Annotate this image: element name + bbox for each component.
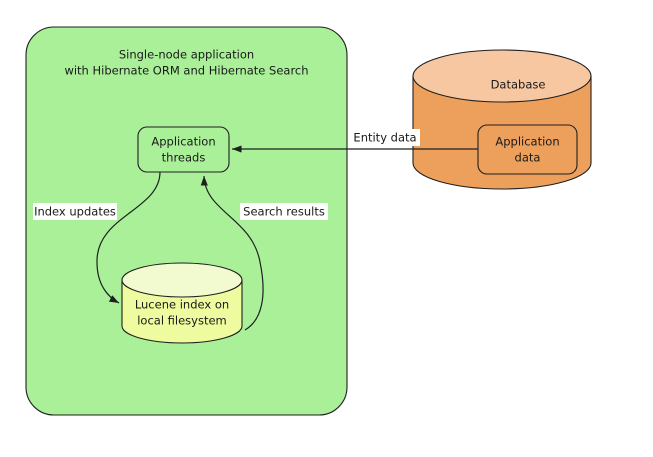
edge-search-results: Search results (200, 175, 328, 331)
application-threads-box[interactable] (137, 126, 230, 173)
application-data-label-line1: Application (495, 135, 559, 149)
database-label: Database (491, 78, 546, 92)
panel-background (25, 26, 348, 416)
application-threads-label-line2: threads (162, 151, 206, 165)
entity-data-label-backdrop (350, 129, 420, 146)
edge-entity-data: Entity data (232, 129, 478, 153)
index-updates-label-backdrop (33, 203, 117, 220)
edge-index-updates: Index updates (33, 171, 161, 304)
lucene-index-label-line1: Lucene index on (135, 298, 229, 312)
application-threads-node[interactable]: Application threads (137, 126, 230, 173)
application-data-node[interactable]: Application data (477, 124, 578, 175)
single-node-application-panel: Single-node application with Hibernate O… (25, 26, 348, 416)
lucene-cylinder-top (121, 262, 243, 298)
search-results-label: Search results (243, 205, 325, 219)
search-results-arrow (200, 175, 264, 331)
lucene-index-cylinder: Lucene index on local filesystem (121, 262, 243, 344)
entity-data-label: Entity data (353, 131, 416, 145)
index-updates-label: Index updates (34, 205, 116, 219)
application-data-label-line2: data (515, 151, 541, 165)
database-cylinder-top (412, 49, 592, 103)
panel-title-line2: with Hibernate ORM and Hibernate Search (64, 64, 308, 78)
panel-title-line1: Single-node application (119, 48, 254, 62)
lucene-cylinder-body (121, 279, 243, 344)
application-threads-label-line1: Application (151, 135, 215, 149)
lucene-index-label-line2: local filesystem (137, 314, 227, 328)
application-data-box[interactable] (477, 124, 578, 175)
search-results-label-backdrop (240, 203, 328, 220)
index-updates-arrow (96, 171, 161, 304)
